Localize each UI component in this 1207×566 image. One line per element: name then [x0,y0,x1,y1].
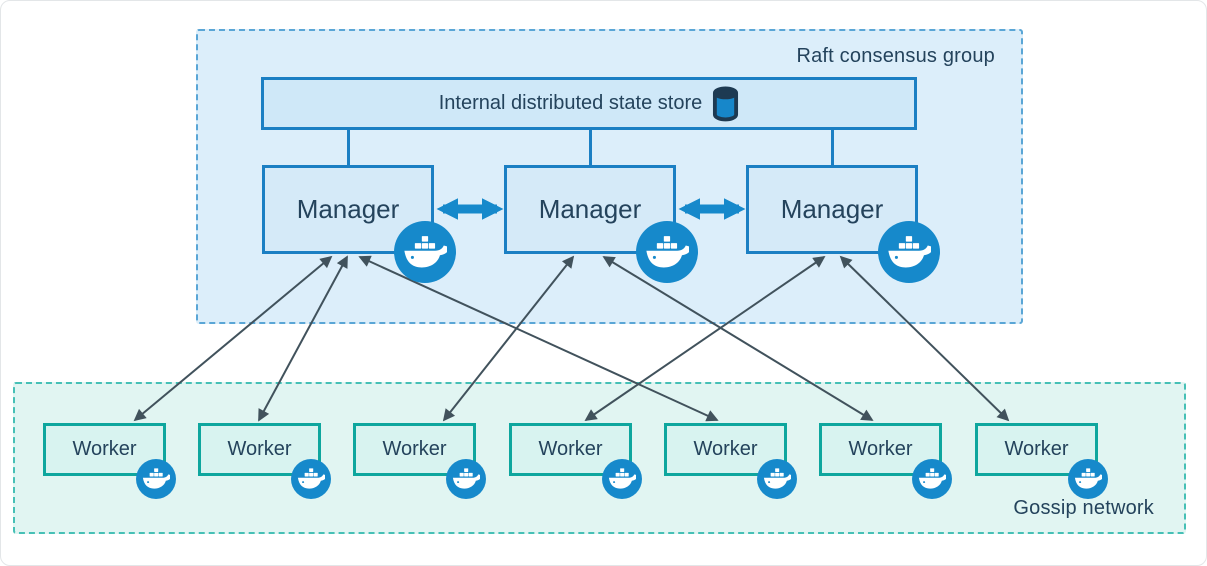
docker-badge [912,459,952,499]
manager2-worker3-link [442,255,575,422]
worker-label: Worker [538,438,603,460]
manager3-worker7-link [839,255,1010,422]
database-cylinder-icon [713,86,739,121]
docker-whale-icon [763,468,792,489]
docker-badge [1068,459,1108,499]
store-manager-connector [831,130,834,166]
worker-label: Worker [1004,438,1069,460]
docker-badge [602,459,642,499]
worker-label: Worker [72,438,137,460]
manager-label: Manager [538,194,642,224]
manager-label: Manager [780,194,884,224]
docker-whale-icon [918,468,947,489]
manager-label: Manager [296,194,400,224]
docker-whale-icon [142,468,171,489]
docker-badge [136,459,176,499]
worker-label: Worker [848,438,913,460]
docker-badge [878,221,940,283]
state-store-label: Internal distributed state store [438,92,703,114]
raft-group-label: Raft consensus group [796,45,995,67]
worker-label: Worker [227,438,292,460]
store-manager-connector [589,130,592,166]
manager3-worker4-link [584,255,826,422]
docker-whale-icon [297,468,326,489]
worker-label: Worker [693,438,758,460]
docker-whale-icon [888,235,932,268]
store-manager-connector [347,130,350,166]
manager2-worker6-link [602,256,874,421]
state-store-box: Internal distributed state store [261,77,917,130]
worker-node-5: Worker [664,423,787,476]
docker-whale-icon [404,235,448,268]
docker-badge [446,459,486,499]
gossip-network-label: Gossip network [1013,497,1154,519]
worker-label: Worker [382,438,447,460]
docker-badge [636,221,698,283]
docker-whale-icon [646,235,690,268]
manager1-worker1-link [133,255,333,422]
docker-whale-icon [1074,468,1103,489]
docker-badge [394,221,456,283]
docker-whale-icon [608,468,637,489]
manager-worker-links [133,255,1010,422]
docker-whale-icon [452,468,481,489]
worker-node-3: Worker [353,423,476,476]
manager1-worker2-link [258,255,348,422]
docker-badge [291,459,331,499]
docker-badge [757,459,797,499]
